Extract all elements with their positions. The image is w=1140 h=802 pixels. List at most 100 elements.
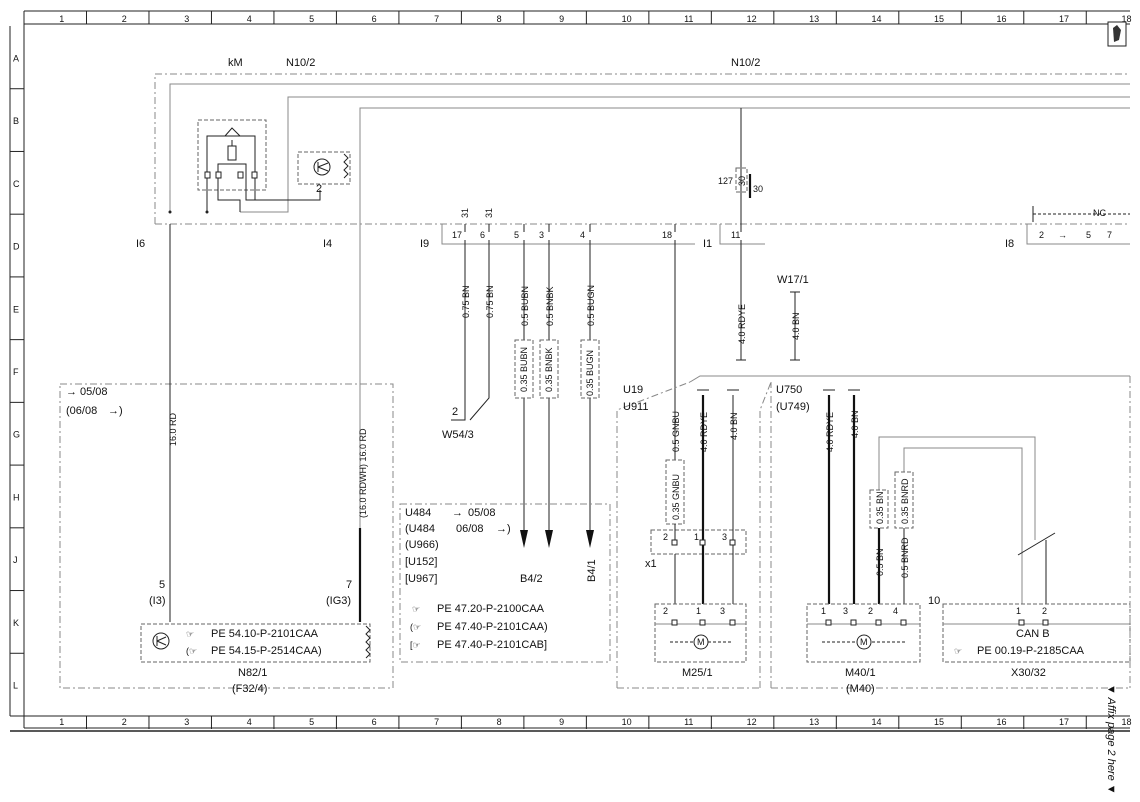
mid-line4: [U152] [405, 556, 437, 568]
label-x1: x1 [645, 558, 657, 570]
wire-05bugn: 0.5 BUGN [586, 285, 596, 326]
u19-title: U19 [623, 384, 643, 396]
grid-column-label: 5 [309, 717, 314, 727]
pin-4: 4 [580, 230, 585, 240]
grid-column-label: 17 [1059, 14, 1069, 24]
grid-column-label: 13 [809, 14, 819, 24]
grid-row-label: L [13, 681, 18, 691]
grid-row-label: E [13, 304, 19, 314]
pin-18: 18 [662, 230, 672, 240]
transistor-symbol-icon [297, 151, 351, 185]
arrow-right-icon: → [1058, 230, 1067, 240]
pin-11: 11 [731, 230, 740, 240]
grid-column-label: 12 [747, 717, 757, 727]
u750-motor: M [860, 637, 868, 647]
wire-05bubn: 0.5 BUBN [520, 286, 530, 326]
left-arrow2-icon: →) [108, 405, 123, 417]
grid-column-label: 2 [122, 717, 127, 727]
grid-row-label: G [13, 430, 20, 440]
label-nc: NC [1093, 208, 1106, 218]
label-w17-1: W17/1 [777, 274, 809, 286]
u19-name: M25/1 [682, 667, 713, 679]
wire-075bn-b: 0.75 BN [485, 285, 495, 318]
mid-line5: [U967] [405, 573, 437, 585]
n82-1-component [140, 623, 371, 663]
u750-pin-2: 2 [868, 606, 873, 616]
side-note: ▼ Affix page 2 here ▼ [1105, 684, 1117, 795]
label-n10-2-left: N10/2 [286, 57, 315, 69]
u19-wire-035gnbu: 0.35 GNBU [671, 474, 681, 520]
label-i4: I4 [323, 238, 332, 250]
block-b4 [399, 503, 611, 663]
left-pin5: 5 [159, 579, 165, 591]
mid-line1b: 05/08 [468, 507, 496, 519]
mid-ref2: PE 47.40-P-2101CAA) [437, 621, 548, 633]
hand-icon-5: [☞ [410, 640, 421, 650]
grid-row-label: H [13, 492, 20, 502]
label-w54-3: W54/3 [442, 429, 474, 441]
pin-31b: 31 [484, 208, 494, 218]
u19-pin2-2: 2 [663, 606, 668, 616]
grid-column-label: 7 [434, 14, 439, 24]
grid-column-label: 18 [1122, 14, 1132, 24]
left-ref1: PE 54.10-P-2101CAA [211, 628, 319, 640]
block-u19 [616, 381, 691, 688]
mid-ref3: PE 47.40-P-2101CAB] [437, 639, 547, 651]
left-pin7b: (IG3) [326, 595, 351, 607]
u750-wire-05bn: 0.5 BN [875, 548, 885, 576]
u19-motor: M [697, 637, 705, 647]
label-w54-3-pin: 2 [452, 406, 458, 418]
u750-name: M40/1 [845, 667, 876, 679]
pin-5: 5 [514, 230, 519, 240]
grid-column-label: 3 [184, 14, 189, 24]
hand-icon-6: ☞ [954, 646, 962, 656]
u750-name2: (M40) [846, 683, 875, 695]
grid-row-label: J [13, 555, 18, 565]
u750-pin-4: 4 [893, 606, 898, 616]
grid-row-label: A [13, 53, 19, 63]
x30-pin-1: 1 [1016, 606, 1021, 616]
u750-pin10: 10 [928, 595, 940, 607]
label-i6: I6 [136, 238, 145, 250]
mid-arrow-icon: → [452, 507, 463, 519]
fuse-127 [735, 167, 752, 210]
connector-x30-32 [942, 603, 1131, 663]
left-date2: (06/08 [66, 405, 97, 417]
grid-column-label: 1 [59, 717, 64, 727]
grid-column-ticks [85, 11, 1087, 729]
left-pin5b: (I3) [149, 595, 166, 607]
label-km: kM [228, 57, 243, 69]
left-name: N82/1 [238, 667, 267, 679]
x30-name: X30/32 [1011, 667, 1046, 679]
wire-035bubn: 0.35 BUBN [519, 347, 529, 392]
grid-column-label: 9 [559, 14, 564, 24]
grid-column-label: 10 [622, 717, 632, 727]
u19-pin2-1: 1 [696, 606, 701, 616]
u750-pin-3: 3 [843, 606, 848, 616]
grid-column-label: 11 [684, 14, 693, 24]
left-ref2: PE 54.15-P-2514CAA) [211, 645, 322, 657]
grid-row-label: D [13, 242, 20, 252]
mid-line2a: (U484 [405, 523, 435, 535]
u19-wire-40bn: 4.0 BN [729, 412, 739, 440]
grid-column-label: 15 [934, 14, 944, 24]
relay-pin-2: 2 [316, 183, 322, 195]
grid-row-label: F [13, 367, 19, 377]
u750-title2: (U749) [776, 401, 810, 413]
label-i1: I1 [703, 238, 712, 250]
grid-column-label: 4 [247, 14, 252, 24]
label-n10-2-right: N10/2 [731, 57, 760, 69]
pin-31a: 31 [460, 208, 470, 218]
grid-column-label: 6 [372, 14, 377, 24]
grid-column-label: 8 [497, 717, 502, 727]
grid-column-label: 18 [1122, 717, 1132, 727]
grid-column-label: 8 [497, 14, 502, 24]
wire-035bugn: 0.35 BUGN [585, 350, 595, 396]
grid-column-label: 13 [809, 717, 819, 727]
x30-can: CAN B [1016, 628, 1050, 640]
x30-pin-2: 2 [1042, 606, 1047, 616]
u750-wire-035bn: 0.35 BN [875, 491, 885, 524]
